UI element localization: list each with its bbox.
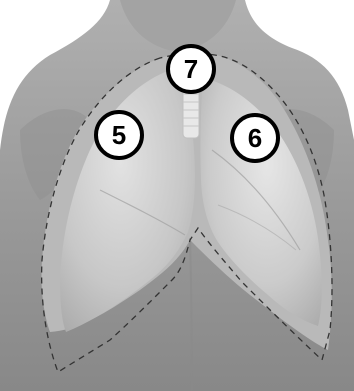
marker-7-label: 7	[184, 54, 198, 85]
region-marker-6: 6	[230, 113, 280, 163]
region-marker-7: 7	[166, 44, 216, 94]
marker-6-label: 6	[248, 123, 262, 154]
region-marker-5: 5	[94, 110, 144, 160]
marker-5-label: 5	[112, 120, 126, 151]
